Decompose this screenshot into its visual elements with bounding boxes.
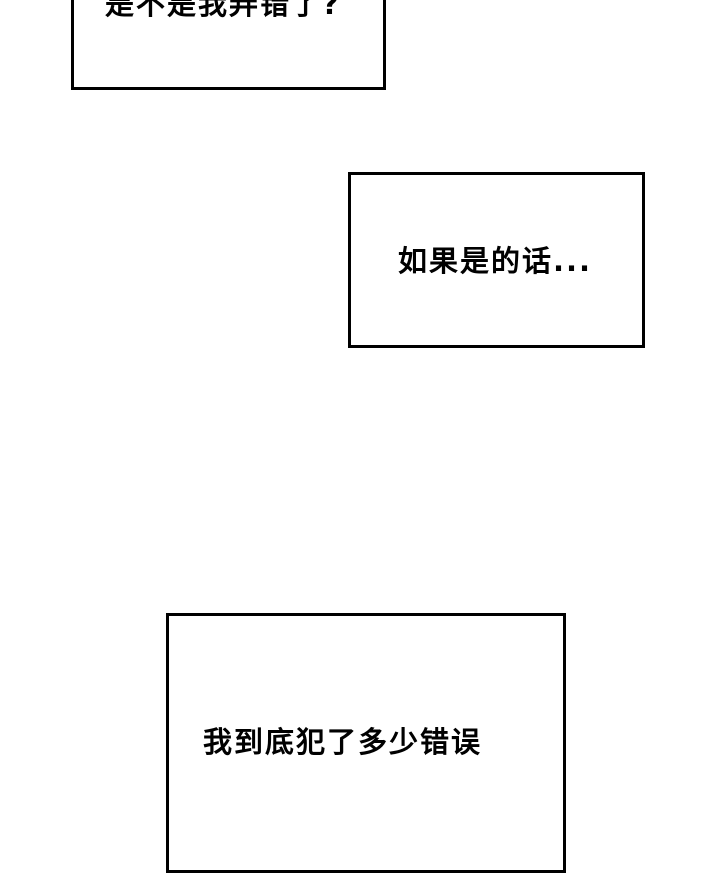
caption-text-top: 是不是我弄错了? [105,0,341,21]
caption-text-bottom: 我到底犯了多少错误 [203,725,483,759]
caption-box-top: 是不是我弄错了? [71,0,386,90]
caption-box-bottom: 我到底犯了多少错误 [166,613,566,873]
caption-box-middle: 如果是的话... [348,172,645,348]
caption-text-middle: 如果是的话... [398,244,593,278]
